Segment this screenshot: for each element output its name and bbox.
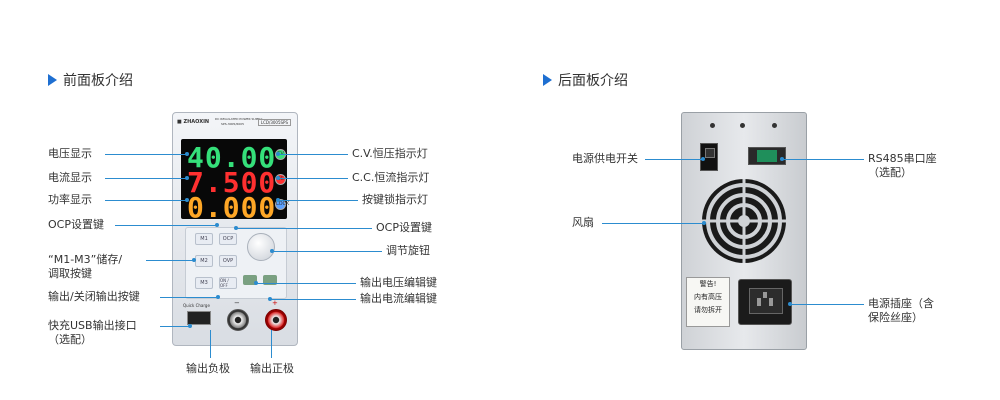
lock-indicator: LOCK (275, 199, 289, 210)
label-cv-indicator: C.V.恒压指示灯 (352, 147, 428, 160)
model-line2: SPS-3005/6005 (221, 122, 244, 126)
usb-caption: Quick Charge (183, 303, 210, 308)
front-device: ■ ZHAOXIN DC REGULATED POWER SUPPLY SPS-… (172, 112, 298, 346)
model-line1: DC REGULATED POWER SUPPLY (215, 117, 263, 121)
back-panel-heading: 后面板介绍 (543, 70, 628, 90)
voltage-edit-button[interactable] (243, 275, 257, 285)
voltage-readout: 40.00 (187, 141, 277, 174)
positive-terminal-sign: + (272, 299, 278, 307)
label-positive-terminal: 输出正极 (250, 362, 294, 375)
fan-grille-icon (702, 179, 786, 263)
brand-strip: ■ ZHAOXIN DC REGULATED POWER SUPPLY SPS-… (177, 117, 291, 129)
warning-line1: 警告! (699, 280, 717, 288)
warning-line3: 请勿拆开 (694, 306, 722, 314)
warning-label: 警告! 内有高压 请勿拆开 (686, 277, 730, 327)
m3-button[interactable]: M3 (195, 277, 213, 289)
triangle-bullet-icon (48, 74, 57, 86)
rs485-connector[interactable] (748, 147, 786, 165)
label-power-display: 功率显示 (48, 193, 92, 206)
brand-logo: ■ ZHAOXIN (177, 119, 210, 125)
ovp-button[interactable]: OVP (219, 255, 237, 267)
negative-terminal[interactable] (227, 309, 249, 331)
label-power-switch: 电源供电开关 (572, 152, 638, 165)
power-readout: 0.000 (187, 191, 277, 224)
power-switch[interactable] (700, 143, 718, 171)
screw-icon (772, 123, 777, 128)
back-device: 警告! 内有高压 请勿拆开 (681, 112, 807, 350)
label-voltage-edit: 输出电压编辑键 (360, 276, 437, 289)
current-edit-button[interactable] (263, 275, 277, 285)
model-badge: LCD/3005SPS (257, 119, 291, 126)
power-socket[interactable] (738, 279, 792, 325)
label-usb-port: 快充USB输出接口 （选配） (48, 319, 137, 346)
label-negative-terminal: 输出负极 (186, 362, 230, 375)
cc-indicator: CC (275, 174, 286, 185)
label-voltage-display: 电压显示 (48, 147, 92, 160)
triangle-bullet-icon (543, 74, 552, 86)
adjust-knob[interactable] (247, 233, 275, 261)
label-knob: 调节旋钮 (386, 244, 430, 257)
front-panel-title: 前面板介绍 (63, 73, 133, 89)
label-cc-indicator: C.C.恒流指示灯 (352, 171, 430, 184)
warning-line2: 内有高压 (694, 293, 722, 301)
back-panel-title: 后面板介绍 (558, 73, 628, 89)
screw-icon (740, 123, 745, 128)
m1-button[interactable]: M1 (195, 233, 213, 245)
negative-terminal-sign: − (234, 299, 240, 307)
on-off-button[interactable]: ON / OFF (219, 277, 237, 289)
front-panel-heading: 前面板介绍 (48, 70, 133, 90)
m2-button[interactable]: M2 (195, 255, 213, 267)
ocp-button[interactable]: OCP (219, 233, 237, 245)
label-ocp-right: OCP设置键 (376, 221, 432, 234)
screw-icon (710, 123, 715, 128)
label-rs485: RS485串口座 （选配） (868, 152, 937, 179)
label-memory-keys: “M1-M3”储存/ 调取按键 (48, 253, 123, 280)
label-output-toggle: 输出/关闭输出按键 (48, 290, 140, 303)
label-fan: 风扇 (572, 216, 594, 229)
label-lock-indicator: 按键锁指示灯 (362, 193, 428, 206)
usb-port[interactable] (187, 311, 211, 325)
lcd-display: 40.00 7.500 0.000 CV CC LOCK (181, 139, 289, 224)
label-ocp-left: OCP设置键 (48, 218, 104, 231)
positive-terminal[interactable] (265, 309, 287, 331)
label-current-edit: 输出电流编辑键 (360, 292, 437, 305)
current-readout: 7.500 (187, 166, 277, 199)
label-current-display: 电流显示 (48, 171, 92, 184)
label-power-socket: 电源插座（含 保险丝座） (868, 297, 934, 324)
